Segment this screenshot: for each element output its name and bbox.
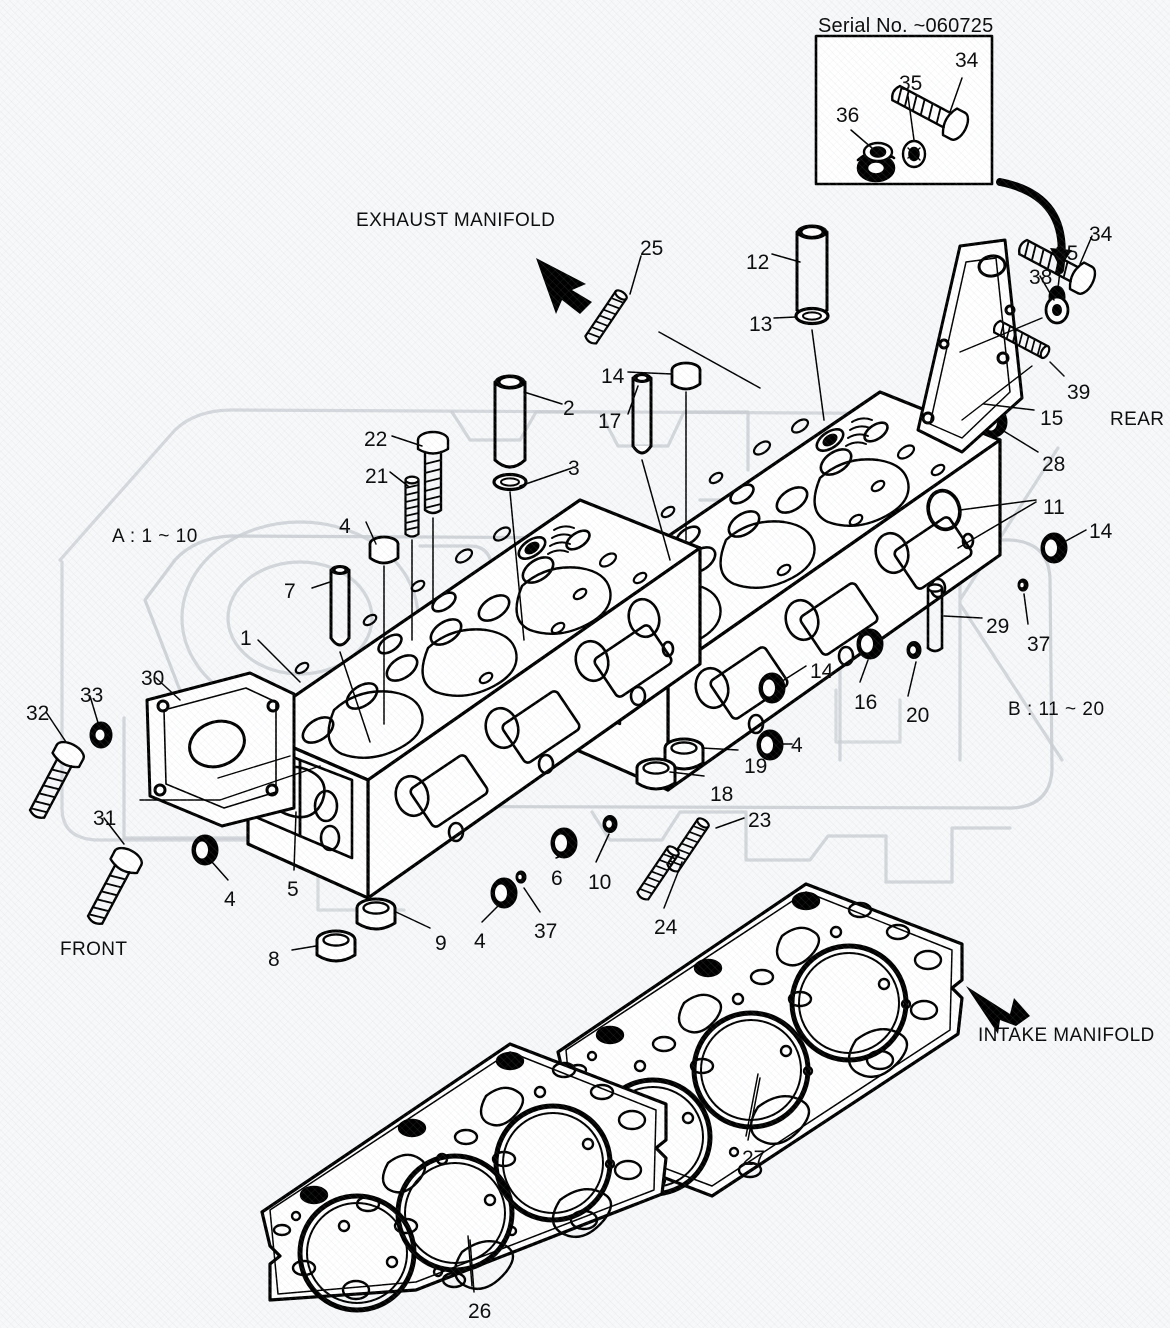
inset-callout-35: 35: [899, 72, 923, 95]
serial-inset-caption: Serial No. ~060725: [818, 15, 994, 37]
callout-number-35: 35: [1055, 242, 1079, 265]
callout-number-24: 24: [654, 916, 678, 939]
exhaust-arrow: [536, 258, 592, 314]
callout-number-23: 23: [748, 809, 772, 832]
head-block-front: [246, 498, 702, 900]
callout-number-29: 29: [986, 615, 1010, 638]
label-group-a: A : 1 ~ 10: [112, 526, 198, 547]
callout-number-33: 33: [80, 684, 104, 707]
callout-number-22: 22: [364, 428, 388, 451]
callout-number-37b: 37: [534, 920, 558, 943]
part-29-dowel: [926, 583, 944, 653]
part-13-oring: [794, 306, 830, 326]
callout-number-14c: 14: [810, 660, 834, 683]
callout-number-28: 28: [1042, 453, 1066, 476]
label-front: FRONT: [60, 939, 128, 960]
inset-part-35: [901, 139, 927, 169]
part-38-washer: [1044, 295, 1070, 325]
callout-number-32: 32: [26, 702, 50, 725]
callout-number-9: 9: [435, 932, 447, 955]
part-7-seal: [329, 565, 351, 647]
callout-number-16: 16: [854, 691, 878, 714]
part-rear-bracket: [916, 238, 1024, 454]
callout-number-31: 31: [93, 807, 117, 830]
label-rear: REAR: [1110, 409, 1165, 430]
part-11-port: [926, 488, 962, 532]
part-17-seal: [631, 373, 653, 455]
callout-number-37: 37: [1027, 633, 1051, 656]
callout-number-18: 18: [710, 783, 734, 806]
inset-part-36: [856, 141, 896, 183]
part-33-washer: [89, 721, 113, 749]
callout-number-3: 3: [568, 457, 580, 480]
callout-number-11: 11: [1043, 496, 1065, 519]
callout-number-4: 4: [339, 515, 351, 538]
callout-number-27: 27: [742, 1147, 766, 1170]
part-37-pin-b: [515, 870, 527, 884]
callout-number-17: 17: [598, 410, 622, 433]
part-26-gasket: [260, 1042, 668, 1313]
part-37-pin-a: [1017, 578, 1029, 592]
part-20-washer: [906, 641, 922, 659]
part-10-washer: [602, 815, 618, 833]
callout-number-12: 12: [746, 251, 770, 274]
label-intake-manifold: INTAKE MANIFOLD: [978, 1025, 1155, 1046]
callout-number-38: 38: [1029, 266, 1053, 289]
callout-number-8: 8: [268, 948, 280, 971]
callout-number-4b: 4: [224, 888, 236, 911]
callout-number-21: 21: [365, 465, 389, 488]
inset-callout-34: 34: [955, 49, 979, 72]
label-exhaust-manifold: EXHAUST MANIFOLD: [356, 210, 556, 231]
callout-number-14b: 14: [1089, 520, 1113, 543]
callout-number-20: 20: [906, 704, 930, 727]
part-3-oring: [492, 472, 528, 492]
callout-number-13: 13: [749, 313, 773, 336]
inset-callout-36: 36: [836, 104, 860, 127]
callout-number-4d: 4: [791, 734, 803, 757]
intake-arrow: [966, 986, 1030, 1034]
callout-number-34: 34: [1089, 223, 1113, 246]
callout-number-6: 6: [551, 867, 563, 890]
callout-number-25: 25: [640, 237, 664, 260]
callout-number-5: 5: [287, 878, 299, 901]
callout-number-1: 1: [240, 627, 252, 650]
callout-number-19: 19: [744, 755, 768, 778]
callout-number-7: 7: [284, 580, 296, 603]
callout-number-30: 30: [141, 667, 165, 690]
callout-number-14: 14: [601, 365, 625, 388]
label-group-b: B : 11 ~ 20: [1008, 699, 1105, 720]
callout-number-4c: 4: [474, 930, 486, 953]
callout-number-26: 26: [468, 1300, 492, 1323]
callout-number-39: 39: [1067, 381, 1091, 404]
leader-lines: [45, 235, 1093, 1293]
callout-number-15: 15: [1040, 407, 1064, 430]
callout-number-2: 2: [563, 397, 575, 420]
callout-number-10: 10: [588, 871, 612, 894]
